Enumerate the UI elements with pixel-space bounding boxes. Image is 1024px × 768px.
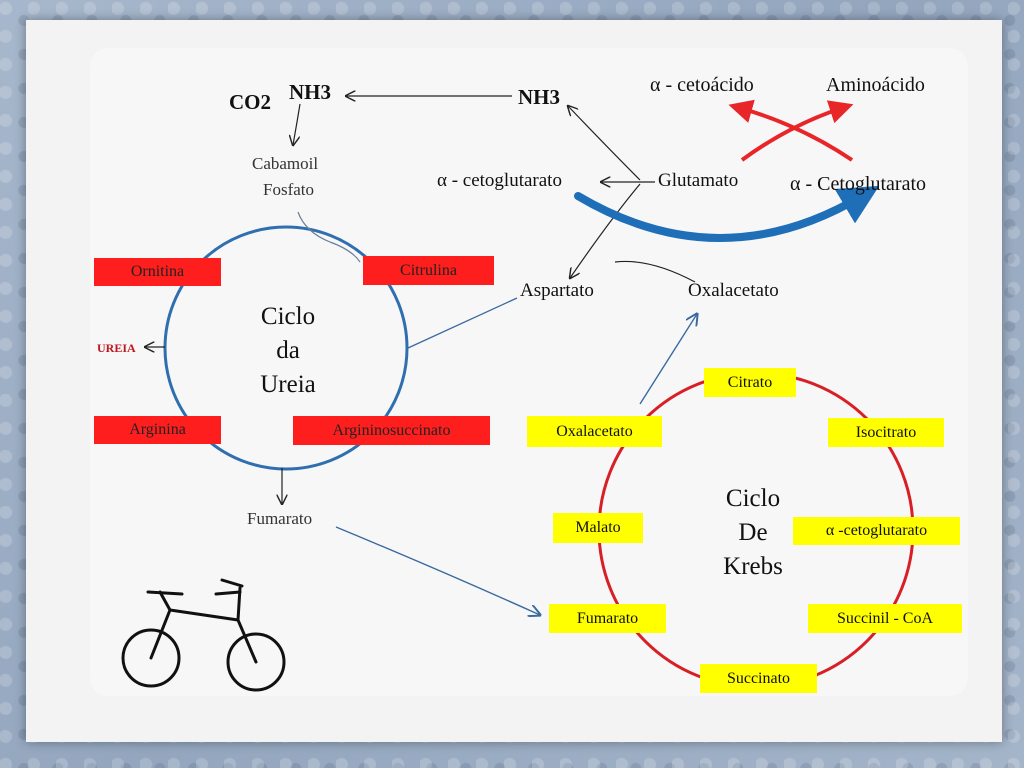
co2-label: CO2 bbox=[229, 90, 271, 114]
citrato-box: Citrato bbox=[704, 368, 796, 397]
line-carbamoyl-to-citrulina bbox=[297, 211, 361, 263]
urea-title-line1: Ciclo bbox=[260, 303, 316, 330]
bicycle-icon bbox=[121, 578, 286, 692]
urea-cycle-circle bbox=[163, 225, 409, 471]
krebs-title-line3: Krebs bbox=[723, 553, 783, 580]
arrow-fumarato-to-krebs bbox=[335, 526, 540, 615]
oxalacetato-label: Oxalacetato bbox=[688, 280, 779, 301]
glutamato-label: Glutamato bbox=[658, 170, 739, 191]
ornitina-box: Ornitina bbox=[94, 258, 221, 286]
alpha-cetoglutarato-left-label: α - cetoglutarato bbox=[437, 170, 562, 191]
alpha-cetoglutarato-right-label: α - Cetoglutarato bbox=[790, 173, 926, 195]
arrow-nh3-to-carbamoyl bbox=[293, 103, 301, 145]
urea-title-line3: Ureia bbox=[260, 371, 316, 398]
alpha-cetoglutarato-box: α -cetoglutarato bbox=[793, 517, 960, 545]
line-oxalacetato-to-aspartato bbox=[614, 260, 696, 283]
oxalacetato-krebs-box: Oxalacetato bbox=[527, 416, 662, 447]
citrulina-box: Citrulina bbox=[363, 256, 494, 285]
red-arrow-2 bbox=[728, 99, 854, 162]
succinil-coa-box: Succinil - CoA bbox=[808, 604, 962, 633]
blue-transamination-arc bbox=[574, 185, 880, 242]
arrow-krebs-oxal-to-oxal bbox=[639, 314, 697, 405]
nh3-right-label: NH3 bbox=[518, 85, 560, 109]
aspartato-label: Aspartato bbox=[520, 280, 594, 301]
slide-canvas bbox=[90, 48, 968, 696]
krebs-title-line1: Ciclo bbox=[725, 485, 781, 512]
krebs-cycle-title: Ciclo De Krebs bbox=[700, 482, 806, 584]
krebs-title-line2: De bbox=[738, 519, 768, 546]
arginina-box: Arginina bbox=[94, 416, 221, 444]
ureia-label: UREIA bbox=[97, 341, 136, 355]
fumarato-krebs-box: Fumarato bbox=[549, 604, 666, 633]
arrow-glutamato-to-nh3 bbox=[568, 106, 641, 181]
red-arrow-1 bbox=[740, 100, 854, 162]
aminoacido-label: Aminoácido bbox=[826, 74, 925, 96]
isocitrato-box: Isocitrato bbox=[828, 418, 944, 447]
nh3-left-label: NH3 bbox=[289, 80, 331, 104]
malato-box: Malato bbox=[553, 513, 643, 543]
urea-title-line2: da bbox=[276, 337, 300, 364]
argininosuccinato-box: Argininosuccinato bbox=[293, 416, 490, 445]
succinato-box: Succinato bbox=[700, 664, 817, 693]
line-aspartato-to-urea bbox=[407, 297, 518, 349]
alpha-cetoacido-label: α - cetoácido bbox=[650, 74, 754, 96]
arrow-glutamato-to-aspartato bbox=[570, 183, 641, 278]
fumarato-urea-label: Fumarato bbox=[247, 509, 313, 528]
carbamoyl-line1: Cabamoil bbox=[252, 154, 319, 173]
carbamoyl-line2: Fosfato bbox=[263, 180, 314, 199]
urea-cycle-title: Ciclo da Ureia bbox=[238, 300, 338, 402]
